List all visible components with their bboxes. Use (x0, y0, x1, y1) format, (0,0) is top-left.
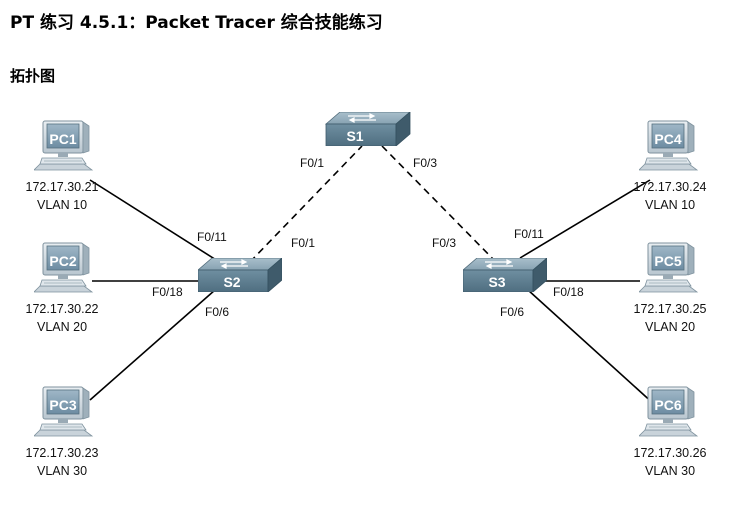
port-labels: F0/1 F0/3 F0/1 F0/3 F0/11 F0/18 F0/6 F0/… (152, 156, 584, 319)
pc1-ip: 172.17.30.21 (26, 180, 99, 194)
pc4-vlan: VLAN 10 (645, 198, 695, 212)
port-label-s1-f0-3: F0/3 (413, 156, 437, 170)
pc-4[interactable]: PC4 172.17.30.24 VLAN 10 (634, 120, 707, 212)
port-label-s2-f0-1: F0/1 (291, 236, 315, 250)
pc5-name: PC5 (654, 253, 681, 269)
switch-s1[interactable]: S1 (325, 112, 411, 146)
pc-3[interactable]: PC3 172.17.30.23 VLAN 30 (26, 386, 99, 478)
pc1-name: PC1 (49, 131, 76, 147)
link-s2-s1-trunk (249, 145, 363, 263)
switch-s3[interactable]: S3 (463, 258, 547, 292)
pc-1[interactable]: PC1 172.17.30.21 VLAN 10 (26, 120, 99, 212)
links (89, 145, 656, 406)
port-label-s1-f0-1: F0/1 (300, 156, 324, 170)
pc-2[interactable]: PC2 172.17.30.22 VLAN 20 (26, 242, 99, 334)
port-label-s2-f0-11: F0/11 (197, 230, 227, 244)
switch-icon (325, 112, 411, 146)
pc-6[interactable]: PC6 172.17.30.26 VLAN 30 (634, 386, 707, 478)
pc3-vlan: VLAN 30 (37, 464, 87, 478)
port-label-s2-f0-6: F0/6 (205, 305, 229, 319)
port-label-s3-f0-18: F0/18 (553, 285, 584, 299)
link-s3-pc6 (527, 289, 656, 406)
link-s3-pc4 (519, 179, 651, 259)
switch-s2-name: S2 (223, 274, 240, 290)
pc6-name: PC6 (654, 397, 681, 413)
pc3-ip: 172.17.30.23 (26, 446, 99, 460)
pc3-name: PC3 (49, 397, 76, 413)
pc5-vlan: VLAN 20 (645, 320, 695, 334)
pc1-vlan: VLAN 10 (37, 198, 87, 212)
port-label-s3-f0-3: F0/3 (432, 236, 456, 250)
pc5-ip: 172.17.30.25 (634, 302, 707, 316)
pc4-ip: 172.17.30.24 (634, 180, 707, 194)
port-label-s2-f0-18: F0/18 (152, 285, 183, 299)
pc4-name: PC4 (654, 131, 681, 147)
link-pc1-s2 (89, 179, 233, 271)
pc-5[interactable]: PC5 172.17.30.25 VLAN 20 (634, 242, 707, 334)
port-label-s3-f0-6: F0/6 (500, 305, 524, 319)
pc6-vlan: VLAN 30 (645, 464, 695, 478)
switch-s1-name: S1 (346, 128, 363, 144)
pc2-ip: 172.17.30.22 (26, 302, 99, 316)
pc2-name: PC2 (49, 253, 76, 269)
link-pc3-s2 (89, 289, 216, 401)
switch-s2[interactable]: S2 (198, 258, 282, 292)
topology-heading: 拓扑图 (10, 67, 56, 85)
pc6-ip: 172.17.30.26 (634, 446, 707, 460)
pc2-vlan: VLAN 20 (37, 320, 87, 334)
link-s1-s3-trunk (381, 145, 497, 263)
port-label-s3-f0-11: F0/11 (514, 227, 544, 241)
page-title: PT 练习 4.5.1：Packet Tracer 综合技能练习 (10, 13, 383, 33)
switch-s3-name: S3 (488, 274, 505, 290)
